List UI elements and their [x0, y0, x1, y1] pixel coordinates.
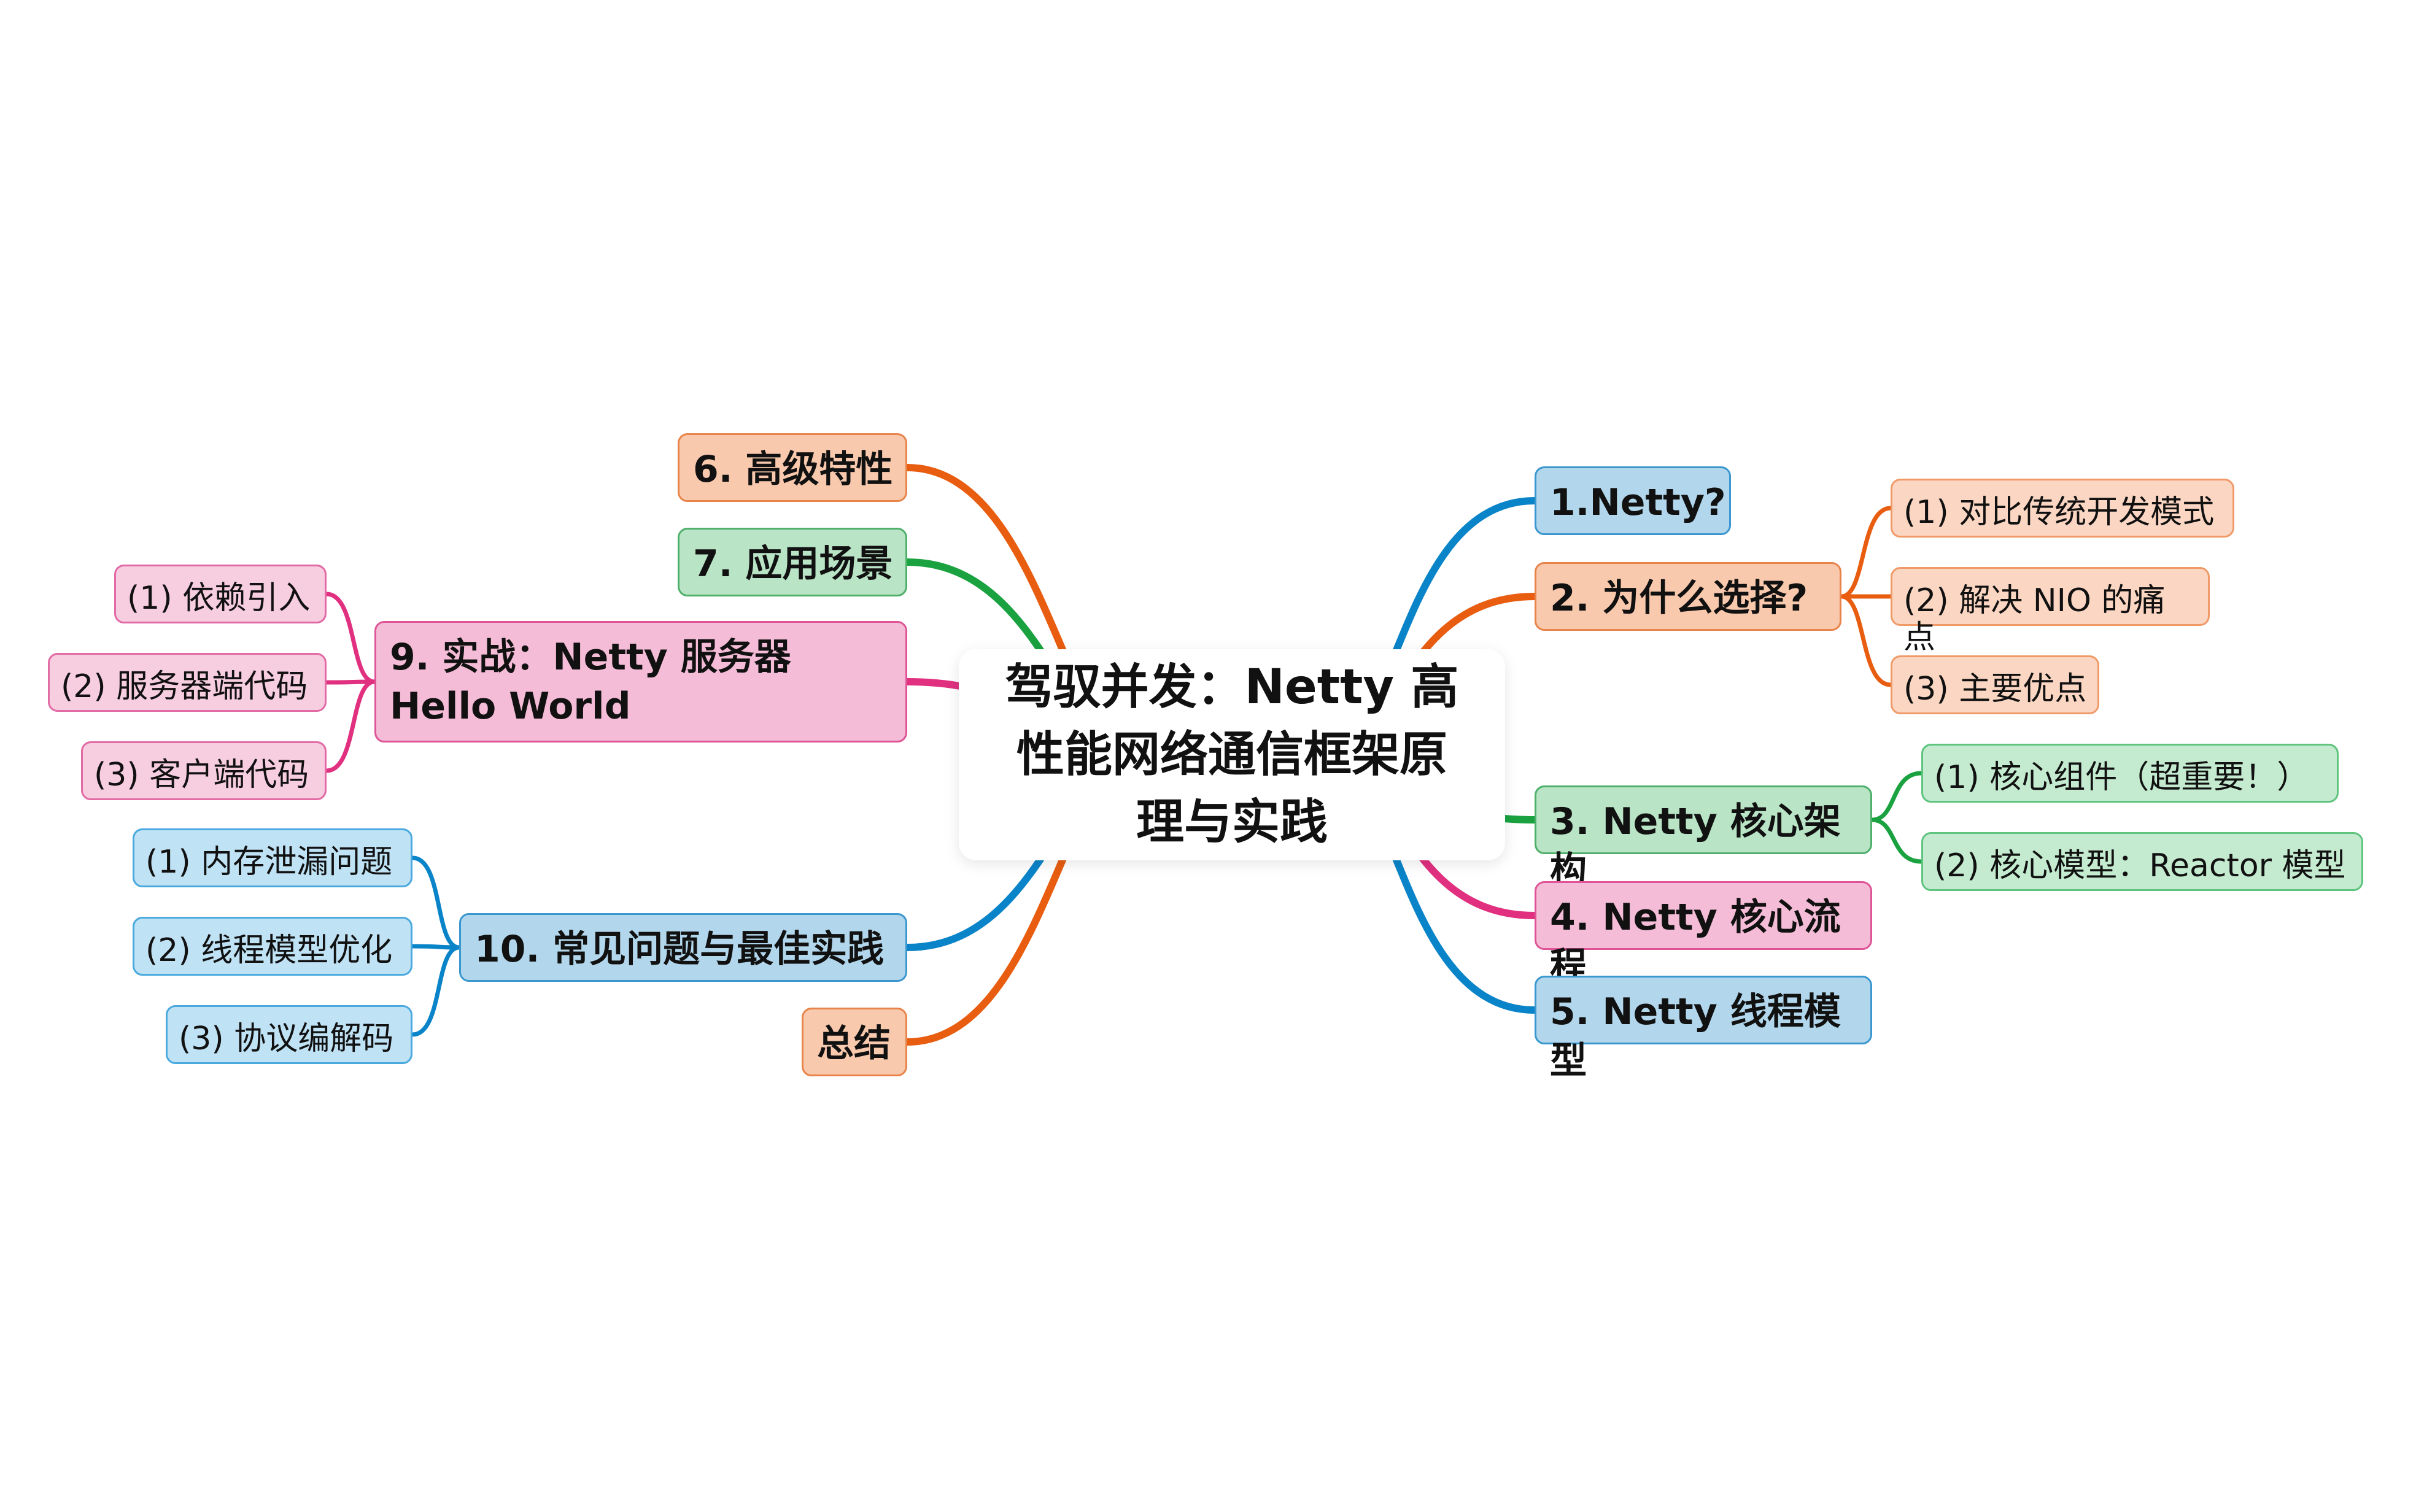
leaf-label: (3) 协议编解码 — [179, 1020, 394, 1057]
branch-label: 6. 高级特性 — [693, 448, 893, 491]
branch-faq-best-practices[interactable]: 10. 常见问题与最佳实践 — [459, 913, 907, 982]
connector-leaf — [410, 944, 462, 950]
leaf-label: (2) 线程模型优化 — [145, 932, 393, 969]
branch-label: 4. Netty 核心流程 — [1550, 896, 1841, 988]
leaf-protocol-codec[interactable]: (3) 协议编解码 — [166, 1005, 412, 1064]
leaf-memory-leak[interactable]: (1) 内存泄漏问题 — [133, 828, 412, 887]
branch-label: 3. Netty 核心架构 — [1550, 800, 1841, 892]
branch-label: 5. Netty 线程模型 — [1550, 990, 1841, 1082]
leaf-main-advantages[interactable]: (3) 主要优点 — [1891, 655, 2099, 714]
branch-netty[interactable]: 1.Netty? — [1535, 466, 1731, 535]
branch-label: 7. 应用场景 — [693, 542, 893, 585]
connector-leaf — [1870, 817, 1924, 864]
branch-summary[interactable]: 总结 — [802, 1008, 907, 1076]
branch-why-choose[interactable]: 2. 为什么选择? — [1535, 562, 1841, 631]
leaf-label: (2) 核心模型：Reactor 模型 — [1934, 847, 2346, 884]
leaf-nio-pain-points[interactable]: (2) 解决 NIO 的痛点 — [1891, 567, 2210, 656]
connector-leaf — [1839, 594, 1893, 687]
branch-label: 9. 实战：Netty 服务器 Hello World — [390, 636, 791, 728]
connector-leaf — [1870, 771, 1924, 822]
connector-leaf — [324, 592, 377, 684]
central-topic-label: 驾驭并发：Netty 高性能网络通信框架原理与实践 — [1005, 660, 1459, 850]
branch-thread-model[interactable]: 5. Netty 线程模型 — [1535, 976, 1872, 1082]
leaf-label: (1) 核心组件（超重要！） — [1934, 759, 2309, 796]
leaf-label: (1) 对比传统开发模式 — [1903, 494, 2215, 531]
branch-label: 10. 常见问题与最佳实践 — [474, 928, 885, 971]
branch-label: 1.Netty? — [1550, 481, 1726, 524]
leaf-dependency[interactable]: (1) 依赖引入 — [114, 565, 327, 623]
central-topic[interactable]: 驾驭并发：Netty 高性能网络通信框架原理与实践 — [959, 649, 1505, 860]
leaf-label: (2) 解决 NIO 的痛点 — [1903, 582, 2166, 656]
leaf-label: (1) 依赖引入 — [127, 580, 311, 617]
leaf-label: (3) 主要优点 — [1903, 671, 2087, 708]
branch-label: 总结 — [817, 1022, 891, 1065]
connector-leaf — [1839, 506, 1893, 599]
leaf-core-components[interactable]: (1) 核心组件（超重要！） — [1921, 744, 2339, 803]
connector-leaf — [410, 855, 462, 950]
leaf-client-code[interactable]: (3) 客户端代码 — [81, 741, 327, 800]
branch-core-architecture[interactable]: 3. Netty 核心架构 — [1535, 785, 1872, 892]
connector-leaf — [410, 945, 462, 1037]
connector-leaf — [324, 679, 377, 773]
branch-core-flow[interactable]: 4. Netty 核心流程 — [1535, 881, 1872, 988]
leaf-compare-traditional[interactable]: (1) 对比传统开发模式 — [1891, 479, 2234, 538]
leaf-reactor-model[interactable]: (2) 核心模型：Reactor 模型 — [1921, 832, 2363, 891]
branch-practice-hello-world[interactable]: 9. 实战：Netty 服务器 Hello World — [374, 621, 907, 742]
leaf-label: (1) 内存泄漏问题 — [145, 844, 393, 881]
leaf-label: (3) 客户端代码 — [94, 757, 309, 793]
leaf-thread-model-optimization[interactable]: (2) 线程模型优化 — [133, 917, 412, 976]
branch-advanced-features[interactable]: 6. 高级特性 — [678, 433, 907, 502]
leaf-label: (2) 服务器端代码 — [61, 668, 308, 705]
branch-use-cases[interactable]: 7. 应用场景 — [678, 528, 907, 596]
branch-label: 2. 为什么选择? — [1550, 577, 1808, 620]
leaf-server-code[interactable]: (2) 服务器端代码 — [48, 653, 327, 712]
